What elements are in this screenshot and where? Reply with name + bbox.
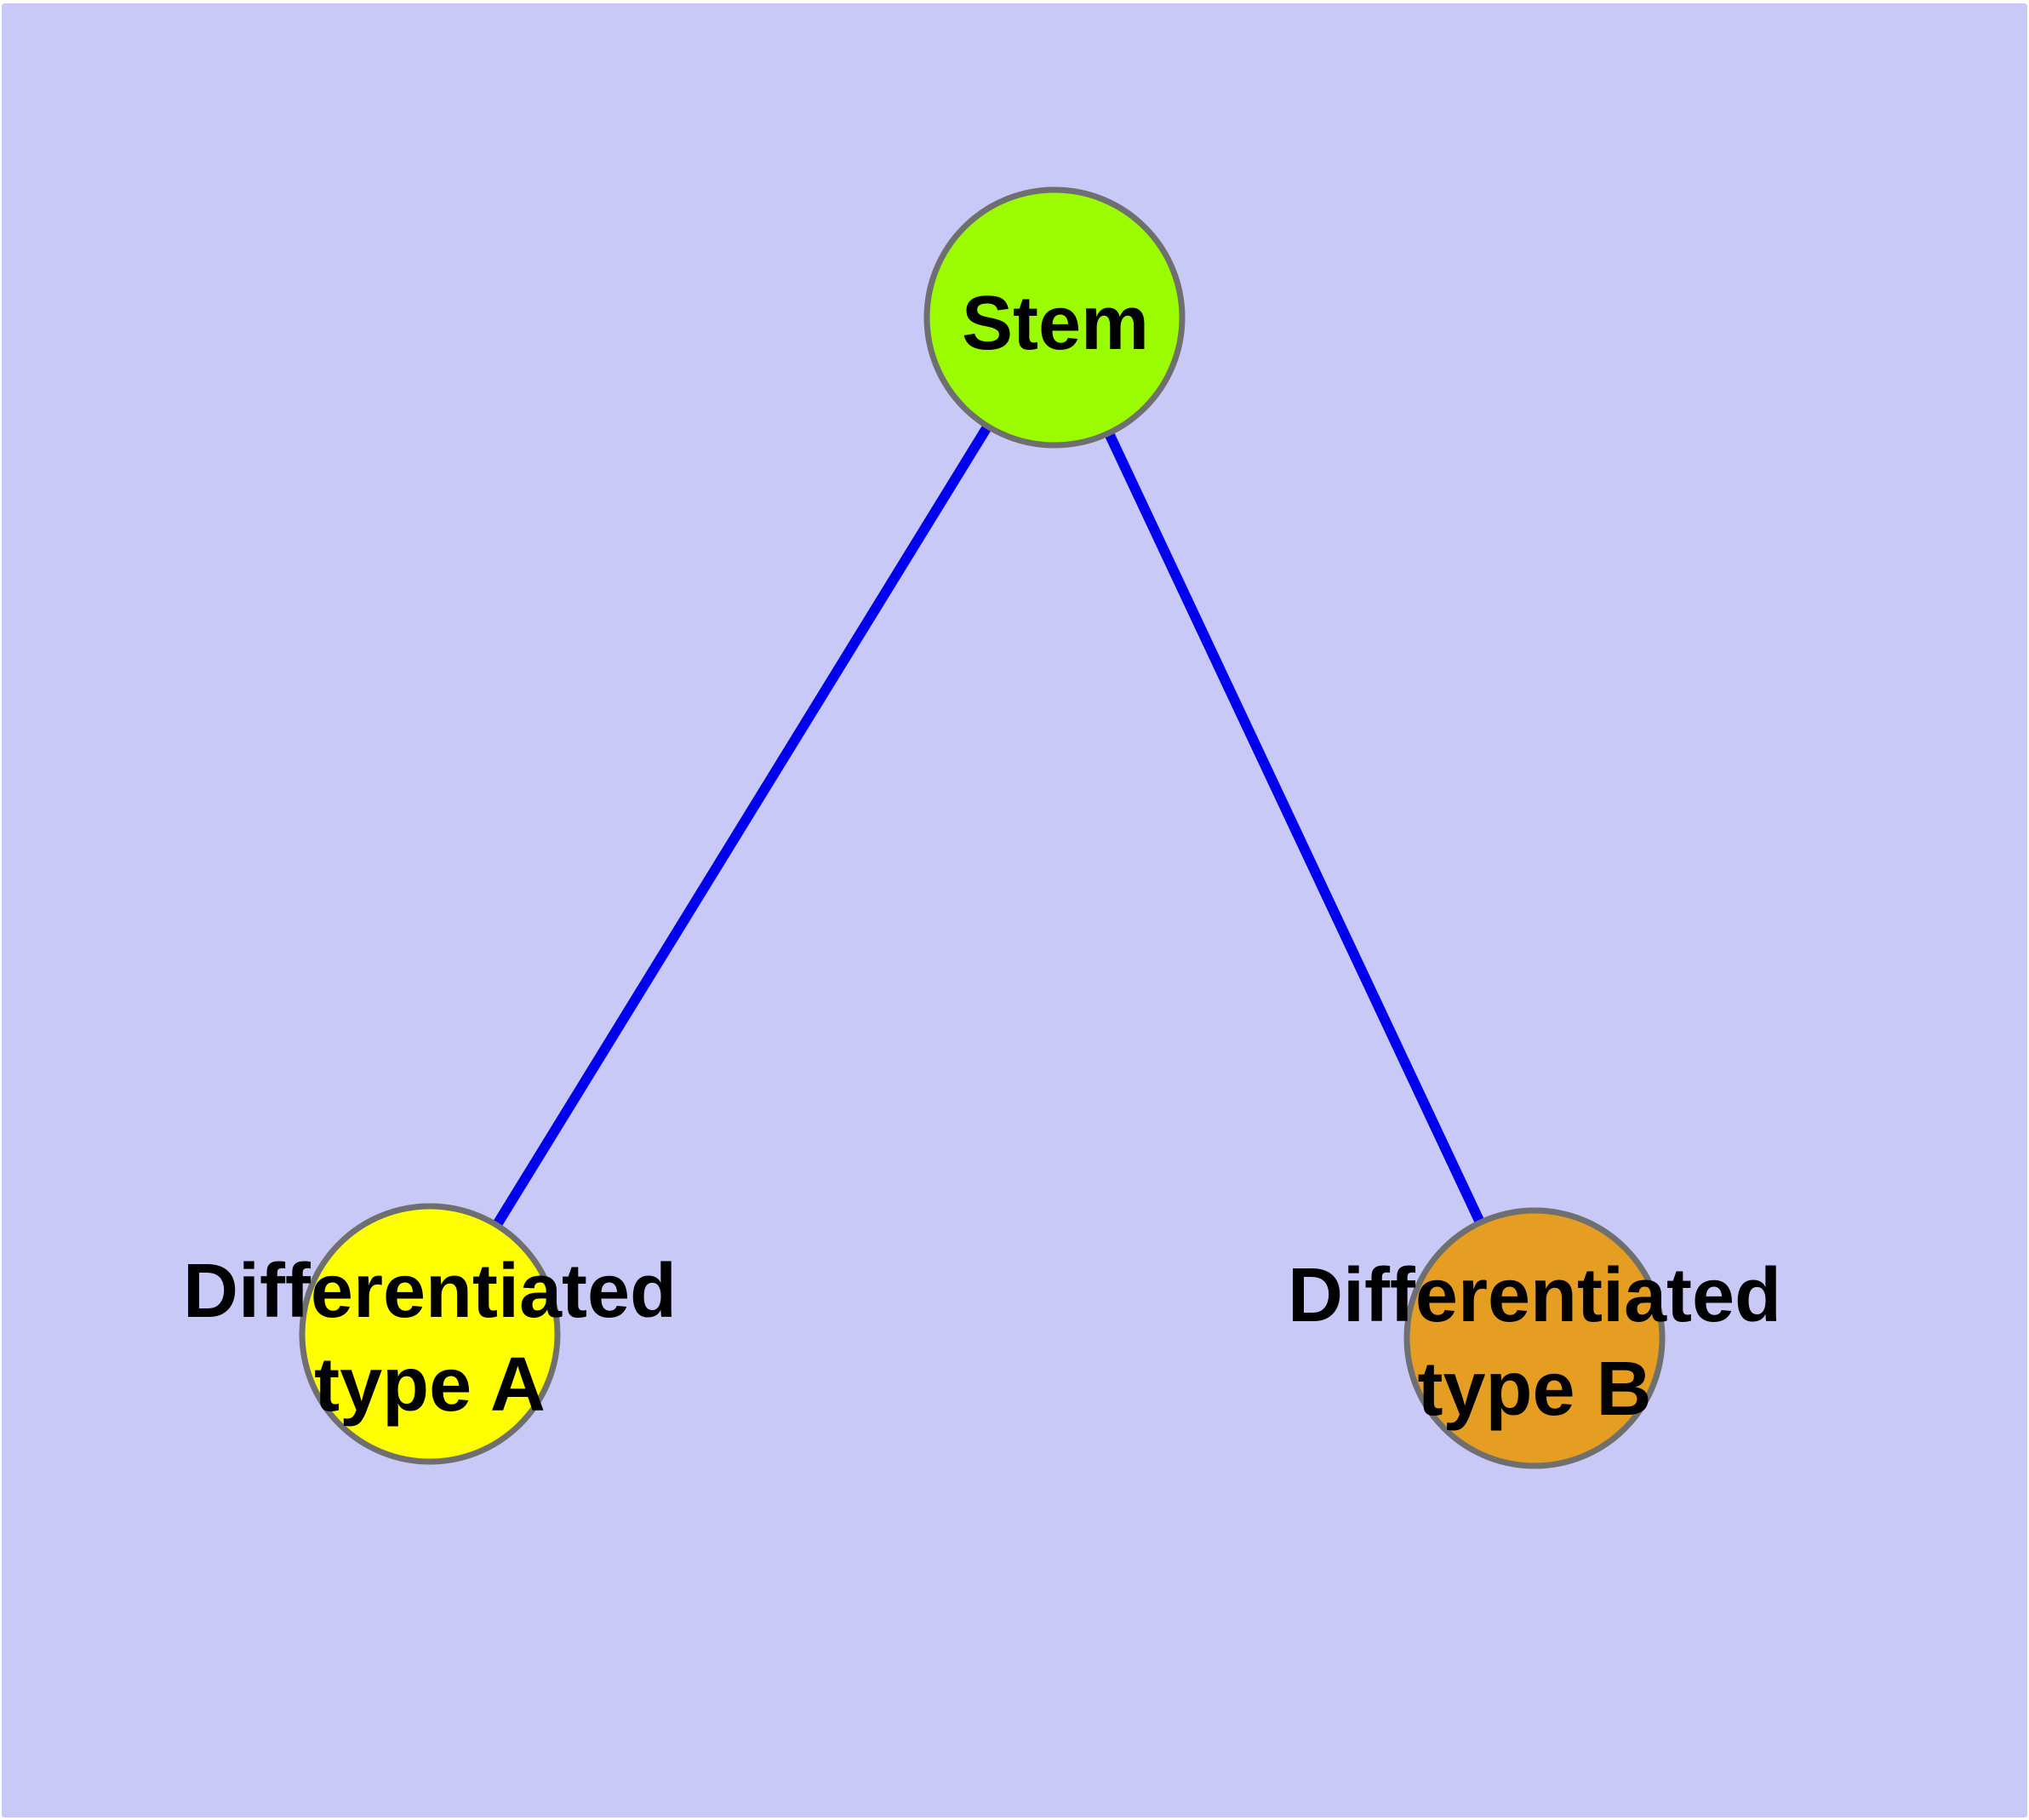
edge-stem-to-type-a — [425, 314, 1060, 1337]
node-differentiated-type-a-label-line2: type A — [314, 1342, 546, 1428]
edge-stem-to-type-b — [1049, 315, 1540, 1341]
node-differentiated-type-a-label-line1: Differentiated — [183, 1249, 677, 1334]
node-stem-label: Stem — [962, 281, 1149, 366]
edge-group — [425, 314, 1540, 1341]
node-differentiated-type-b-label-line1: Differentiated — [1288, 1253, 1781, 1338]
node-differentiated-type-a: Differentiated type A — [183, 1203, 677, 1465]
node-differentiated-type-b-label-line2: type B — [1417, 1347, 1651, 1432]
node-stem: Stem — [923, 186, 1186, 449]
node-differentiated-type-b: Differentiated type B — [1288, 1207, 1781, 1469]
node-differentiated-type-a-circle — [299, 1203, 561, 1465]
node-stem-circle — [923, 186, 1186, 449]
node-differentiated-type-b-circle — [1403, 1207, 1666, 1469]
